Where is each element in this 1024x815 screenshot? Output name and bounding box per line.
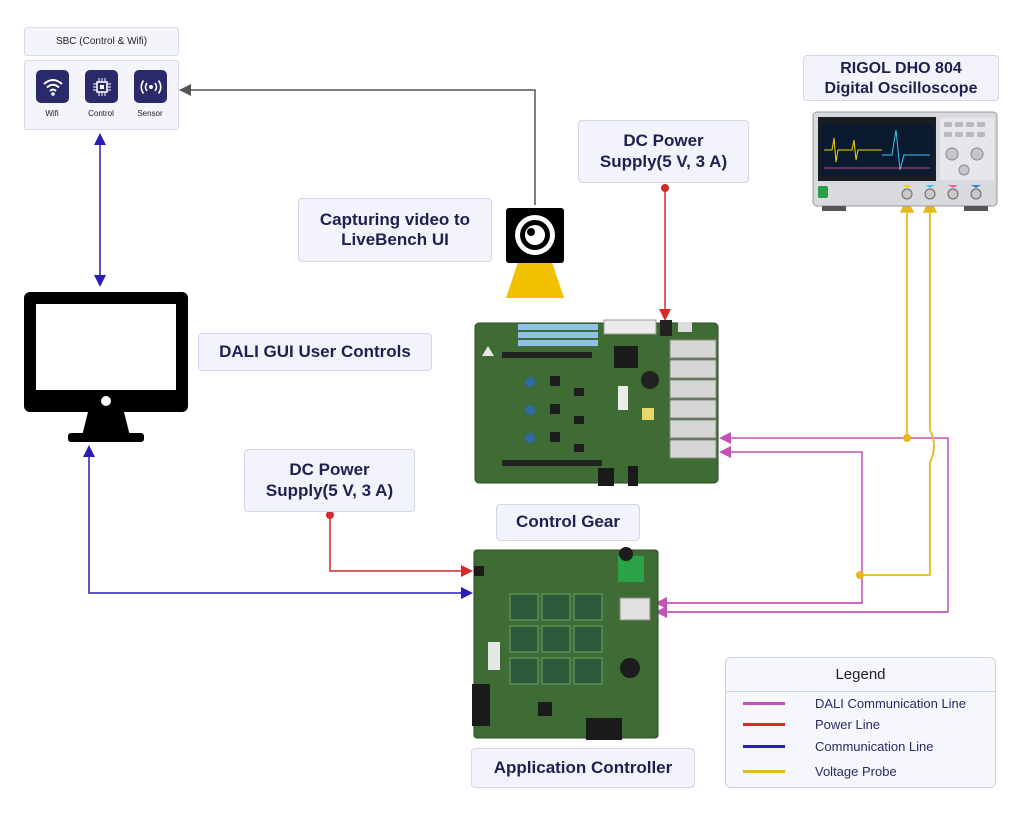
legend: Legend DALI Communication Line Power Lin…	[725, 657, 996, 788]
control-gear-label: Control Gear	[496, 504, 640, 541]
application-controller-board	[472, 547, 659, 740]
legend-item-label: Power Line	[815, 716, 881, 732]
video-capture-line	[179, 84, 536, 205]
capture-label: Capturing video to LiveBench UI	[298, 198, 492, 262]
chip-icon	[85, 70, 118, 103]
oscilloscope-title-line2: Digital Oscilloscope	[824, 80, 978, 97]
dc-power-mid-label: DC Power Supply(5 V, 3 A)	[244, 449, 415, 512]
probe-dot-1	[903, 434, 911, 442]
control-gear-board	[474, 319, 719, 486]
power-line-mid	[329, 515, 473, 577]
legend-swatch-power	[743, 722, 785, 726]
app-controller-label: Application Controller	[471, 748, 695, 788]
camera-icon	[506, 208, 564, 298]
legend-item: Power Line	[743, 714, 880, 734]
sbc-item-label: Sensor	[137, 109, 163, 118]
oscilloscope-title: RIGOL DHO 804 Digital Oscilloscope	[803, 55, 999, 101]
sensor-icon	[134, 70, 167, 103]
legend-item: Communication Line	[743, 736, 934, 756]
dali-gui-label: DALI GUI User Controls	[198, 333, 432, 371]
legend-swatch-comm	[743, 744, 785, 748]
probe-dot-2	[856, 571, 864, 579]
legend-item-label: DALI Communication Line	[815, 695, 967, 711]
legend-item: DALI Communication Line	[743, 693, 966, 713]
sbc-panel: Wifi Control Sensor	[24, 60, 179, 130]
dc-power-top-label: DC Power Supply(5 V, 3 A)	[578, 120, 749, 183]
pc-appctrl-comm-line	[83, 445, 473, 599]
sbc-item-label: Wifi	[45, 109, 59, 118]
legend-title: Legend	[726, 658, 995, 692]
monitor-icon	[24, 292, 188, 442]
legend-swatch-probe	[743, 769, 785, 773]
wifi-icon	[36, 70, 69, 103]
legend-item: Voltage Probe	[743, 761, 897, 781]
sbc-title: SBC (Control & Wifi)	[24, 27, 179, 56]
oscilloscope-image	[812, 111, 998, 211]
oscilloscope-title-line1: RIGOL DHO 804	[840, 60, 962, 77]
legend-swatch-dali	[743, 701, 785, 705]
legend-item-label: Communication Line	[815, 738, 934, 754]
probe-line-2	[860, 198, 938, 576]
legend-item-label: Voltage Probe	[815, 763, 897, 779]
sbc-item-label: Control	[88, 109, 114, 118]
